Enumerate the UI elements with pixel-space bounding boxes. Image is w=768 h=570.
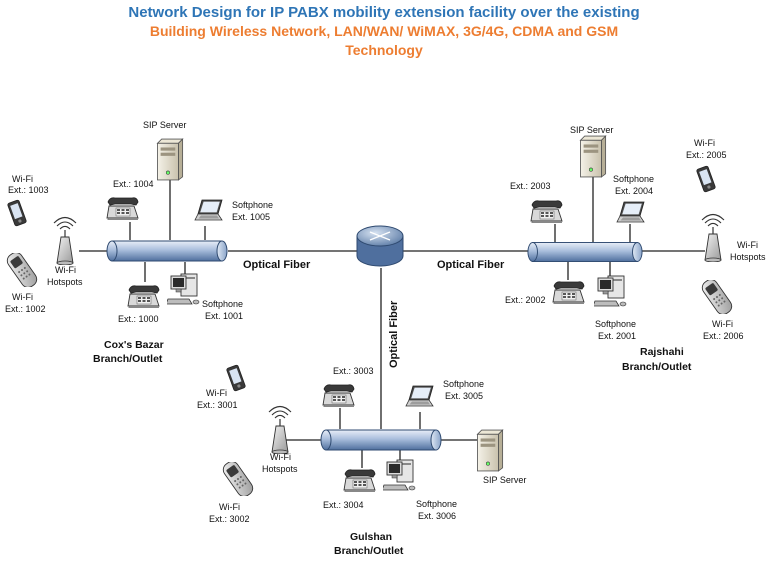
rajshahi-lan-bus: [527, 241, 643, 263]
coxs-wifi-1003-label: Wi-Fi: [12, 174, 33, 184]
gulshan-ext-3005-label: Ext. 3005: [445, 391, 483, 401]
title-line-2: Building Wireless Network, LAN/WAN/ WiMA…: [149, 23, 619, 39]
core-router-icon: [356, 225, 404, 267]
rajshahi-wifi-2005-label: Wi-Fi: [694, 138, 715, 148]
gulshan-wifi-3001-label: Wi-Fi: [206, 388, 227, 398]
rajshahi-sip-server-icon: [579, 135, 607, 178]
gulshan-mobile-3002-icon: [220, 462, 256, 496]
gulshan-ext-3001-label: Ext.: 3001: [197, 400, 238, 410]
coxs-ext-1001-label: Ext. 1001: [205, 311, 243, 321]
rajshahi-sip-server-label: SIP Server: [570, 125, 613, 135]
rajshahi-ext-2004-label: Ext. 2004: [615, 186, 653, 196]
coxs-ext-1004-label: Ext.: 1004: [113, 179, 154, 189]
rajshahi-hotspot-label-2: Hotspots: [730, 252, 766, 262]
coxs-wifi-device-1003-icon: [6, 199, 28, 227]
coxs-softphone-1005-icon: [194, 199, 223, 221]
coxs-sip-server-label: SIP Server: [143, 120, 186, 130]
gulshan-ext-3003-label: Ext.: 3003: [333, 366, 374, 376]
title-line-3: Technology: [345, 42, 423, 58]
coxs-softphone-1001-icon: [167, 273, 200, 305]
gulshan-sip-server-label: SIP Server: [483, 475, 526, 485]
coxs-wifi-1002-label: Wi-Fi: [12, 292, 33, 302]
gulshan-lan-bus: [320, 429, 442, 451]
gulshan-branch-outlet: Branch/Outlet: [334, 545, 404, 557]
gulshan-softphone-3005-icon: [405, 385, 434, 407]
rajshahi-branch-outlet: Branch/Outlet: [622, 361, 692, 373]
gulshan-softphone-3005-label: Softphone: [443, 379, 484, 389]
gulshan-ip-phone-3003-icon: [322, 384, 355, 408]
rajshahi-ip-phone-2003-icon: [530, 200, 563, 224]
coxs-hotspot-label-2: Hotspots: [47, 277, 83, 287]
rajshahi-hotspot-label-1: Wi-Fi: [737, 240, 758, 250]
gulshan-wifi-hotspot-icon: [268, 405, 292, 454]
title-line-1: Network Design for IP PABX mobility exte…: [128, 4, 640, 21]
gulshan-ext-3004-label: Ext.: 3004: [323, 500, 364, 510]
rajshahi-branch-name: Rajshahi: [640, 346, 684, 358]
rajshahi-wifi-hotspot-icon: [701, 213, 725, 262]
coxs-softphone-1001-label: Softphone: [202, 299, 243, 309]
rajshahi-mobile-2006-icon: [699, 280, 735, 314]
coxs-ext-1005-label: Ext. 1005: [232, 212, 270, 222]
optical-fiber-label-right: Optical Fiber: [437, 259, 505, 271]
coxs-branch-name: Cox's Bazar: [104, 339, 164, 351]
coxs-softphone-1005-label: Softphone: [232, 200, 273, 210]
coxs-mobile-1002-icon: [4, 253, 40, 287]
rajshahi-ext-2003-label: Ext.: 2003: [510, 181, 551, 191]
gulshan-sip-server-icon: [476, 429, 504, 472]
rajshahi-ext-2005-label: Ext.: 2005: [686, 150, 727, 160]
gulshan-wifi-3002-label: Wi-Fi: [219, 502, 240, 512]
coxs-ip-phone-1000-icon: [127, 285, 160, 309]
coxs-bazar-lan-bus: [106, 240, 228, 262]
gulshan-ext-3006-label: Ext. 3006: [418, 511, 456, 521]
gulshan-wifi-device-3001-icon: [225, 364, 247, 392]
coxs-branch-outlet: Branch/Outlet: [93, 353, 163, 365]
optical-fiber-label-left: Optical Fiber: [243, 259, 311, 271]
gulshan-softphone-3006-label: Softphone: [416, 499, 457, 509]
gulshan-hotspot-label-1: Wi-Fi: [270, 452, 291, 462]
rajshahi-ext-2006-label: Ext.: 2006: [703, 331, 744, 341]
gulshan-branch-name: Gulshan: [350, 531, 392, 543]
rajshahi-wifi-device-2005-icon: [695, 165, 717, 193]
rajshahi-ip-phone-2002-icon: [552, 281, 585, 305]
coxs-sip-server-icon: [156, 138, 184, 181]
rajshahi-softphone-2001-icon: [594, 275, 627, 307]
rajshahi-ext-2001-label: Ext. 2001: [598, 331, 636, 341]
rajshahi-softphone-2001-label: Softphone: [595, 319, 636, 329]
gulshan-ip-phone-3004-icon: [343, 469, 376, 493]
coxs-ext-1002-label: Ext.: 1002: [5, 304, 46, 314]
rajshahi-softphone-2004-icon: [616, 201, 645, 223]
coxs-ip-phone-1004-icon: [106, 197, 139, 221]
coxs-wifi-hotspot-icon: [53, 216, 77, 265]
rajshahi-wifi-2006-label: Wi-Fi: [712, 319, 733, 329]
optical-fiber-label-down: Optical Fiber: [388, 300, 400, 368]
rajshahi-ext-2002-label: Ext.: 2002: [505, 295, 546, 305]
coxs-ext-1003-label: Ext.: 1003: [8, 185, 49, 195]
rajshahi-softphone-2004-label: Softphone: [613, 174, 654, 184]
coxs-ext-1000-label: Ext.: 1000: [118, 314, 159, 324]
gulshan-ext-3002-label: Ext.: 3002: [209, 514, 250, 524]
coxs-hotspot-label-1: Wi-Fi: [55, 265, 76, 275]
gulshan-hotspot-label-2: Hotspots: [262, 464, 298, 474]
gulshan-softphone-3006-icon: [383, 459, 416, 491]
